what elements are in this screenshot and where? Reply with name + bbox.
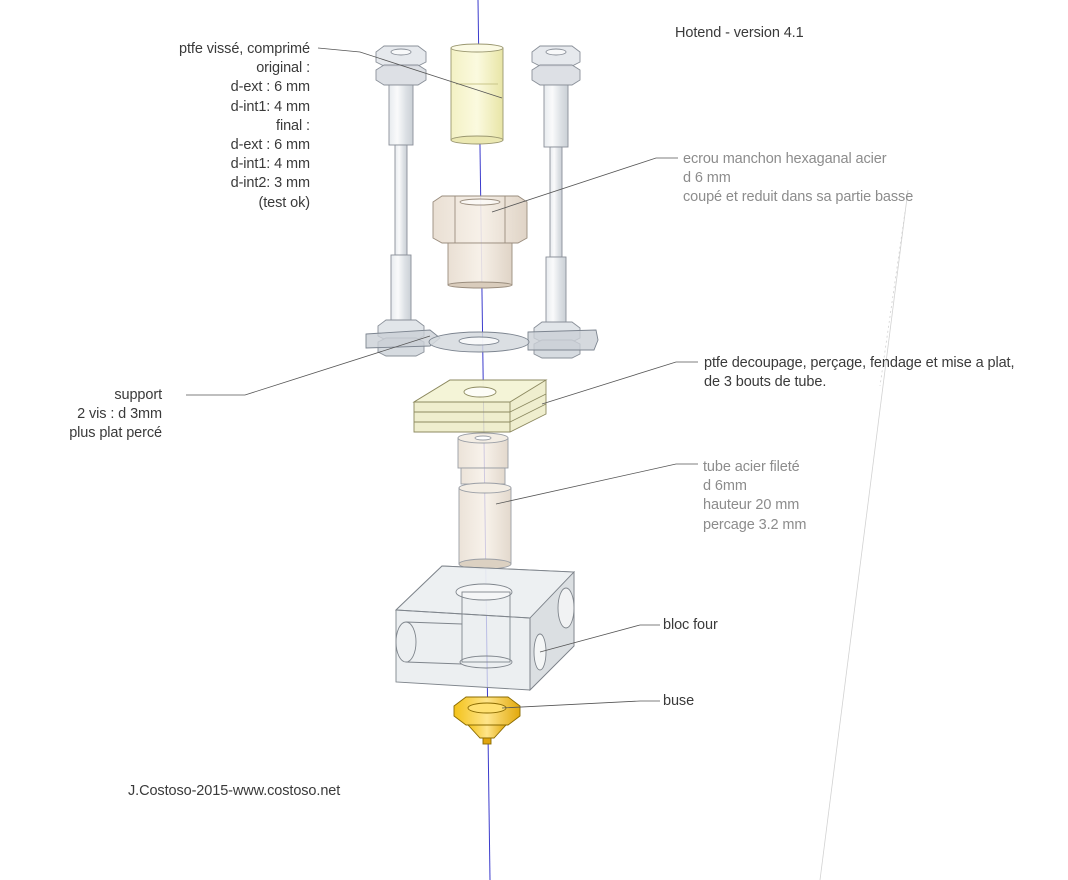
credit: J.Costoso-2015-www.costoso.net: [128, 783, 341, 799]
annotation-line: d 6mm: [703, 478, 747, 495]
annotation-line: plus plat percé: [69, 425, 162, 442]
left-screw: [375, 45, 427, 357]
annotation-line: original :: [256, 60, 310, 77]
threaded-steel-tube: [457, 432, 512, 570]
heater-block: [394, 565, 576, 692]
annotation-line: final :: [276, 117, 310, 134]
hex-nut-sleeve: [432, 195, 528, 289]
annotation-line: ptfe vissé, comprimé: [179, 41, 310, 57]
ptfe-top-tube: [450, 43, 504, 145]
annotation-line: percage 3.2 mm: [703, 516, 807, 533]
ptfe-flat-block: [412, 379, 548, 433]
annotation-ecrou: ecrou manchon hexaganal acier d 6 mm cou…: [683, 150, 913, 208]
annotation-line: d-int1: 4 mm: [230, 98, 310, 115]
title: Hotend - version 4.1: [675, 25, 804, 41]
annotation-line: tube acier fileté: [703, 459, 800, 475]
annotation-line: ecrou manchon hexaganal acier: [683, 151, 887, 167]
annotation-buse: buse: [663, 692, 694, 711]
annotation-line: ptfe decoupage, perçage, fendage et mise…: [704, 355, 1015, 371]
annotation-line: de 3 bouts de tube.: [704, 374, 827, 391]
annotation-line: d-ext : 6 mm: [230, 79, 310, 96]
annotation-tube: tube acier fileté d 6mm hauteur 20 mm pe…: [703, 458, 806, 535]
leader-lines: [186, 47, 698, 709]
annotation-support: support 2 vis : d 3mm plus plat percé: [40, 386, 162, 444]
annotation-line: d 6 mm: [683, 170, 731, 187]
annotation-line: d-int1: 4 mm: [230, 156, 310, 173]
annotation-line: d-ext : 6 mm: [230, 137, 310, 154]
annotation-bloc: bloc four: [663, 616, 718, 635]
annotation-line: bloc four: [663, 617, 718, 633]
annotation-line: coupé et reduit dans sa partie basse: [683, 189, 914, 206]
annotation-line: hauteur 20 mm: [703, 497, 800, 514]
annotation-ptfe-visse: ptfe vissé, comprimé original : d-ext : …: [140, 40, 310, 213]
nozzle: [453, 696, 521, 745]
right-screw: [531, 45, 581, 359]
perspective-guides: [819, 189, 909, 880]
annotation-line: support: [114, 387, 162, 403]
annotation-line: buse: [663, 693, 695, 709]
annotation-line: (test ok): [258, 194, 311, 211]
annotation-line: 2 vis : d 3mm: [77, 406, 162, 423]
annotation-ptfe-decoupage: ptfe decoupage, perçage, fendage et mise…: [704, 354, 1015, 392]
annotation-line: d-int2: 3 mm: [230, 175, 310, 192]
support-plate: [365, 329, 599, 353]
